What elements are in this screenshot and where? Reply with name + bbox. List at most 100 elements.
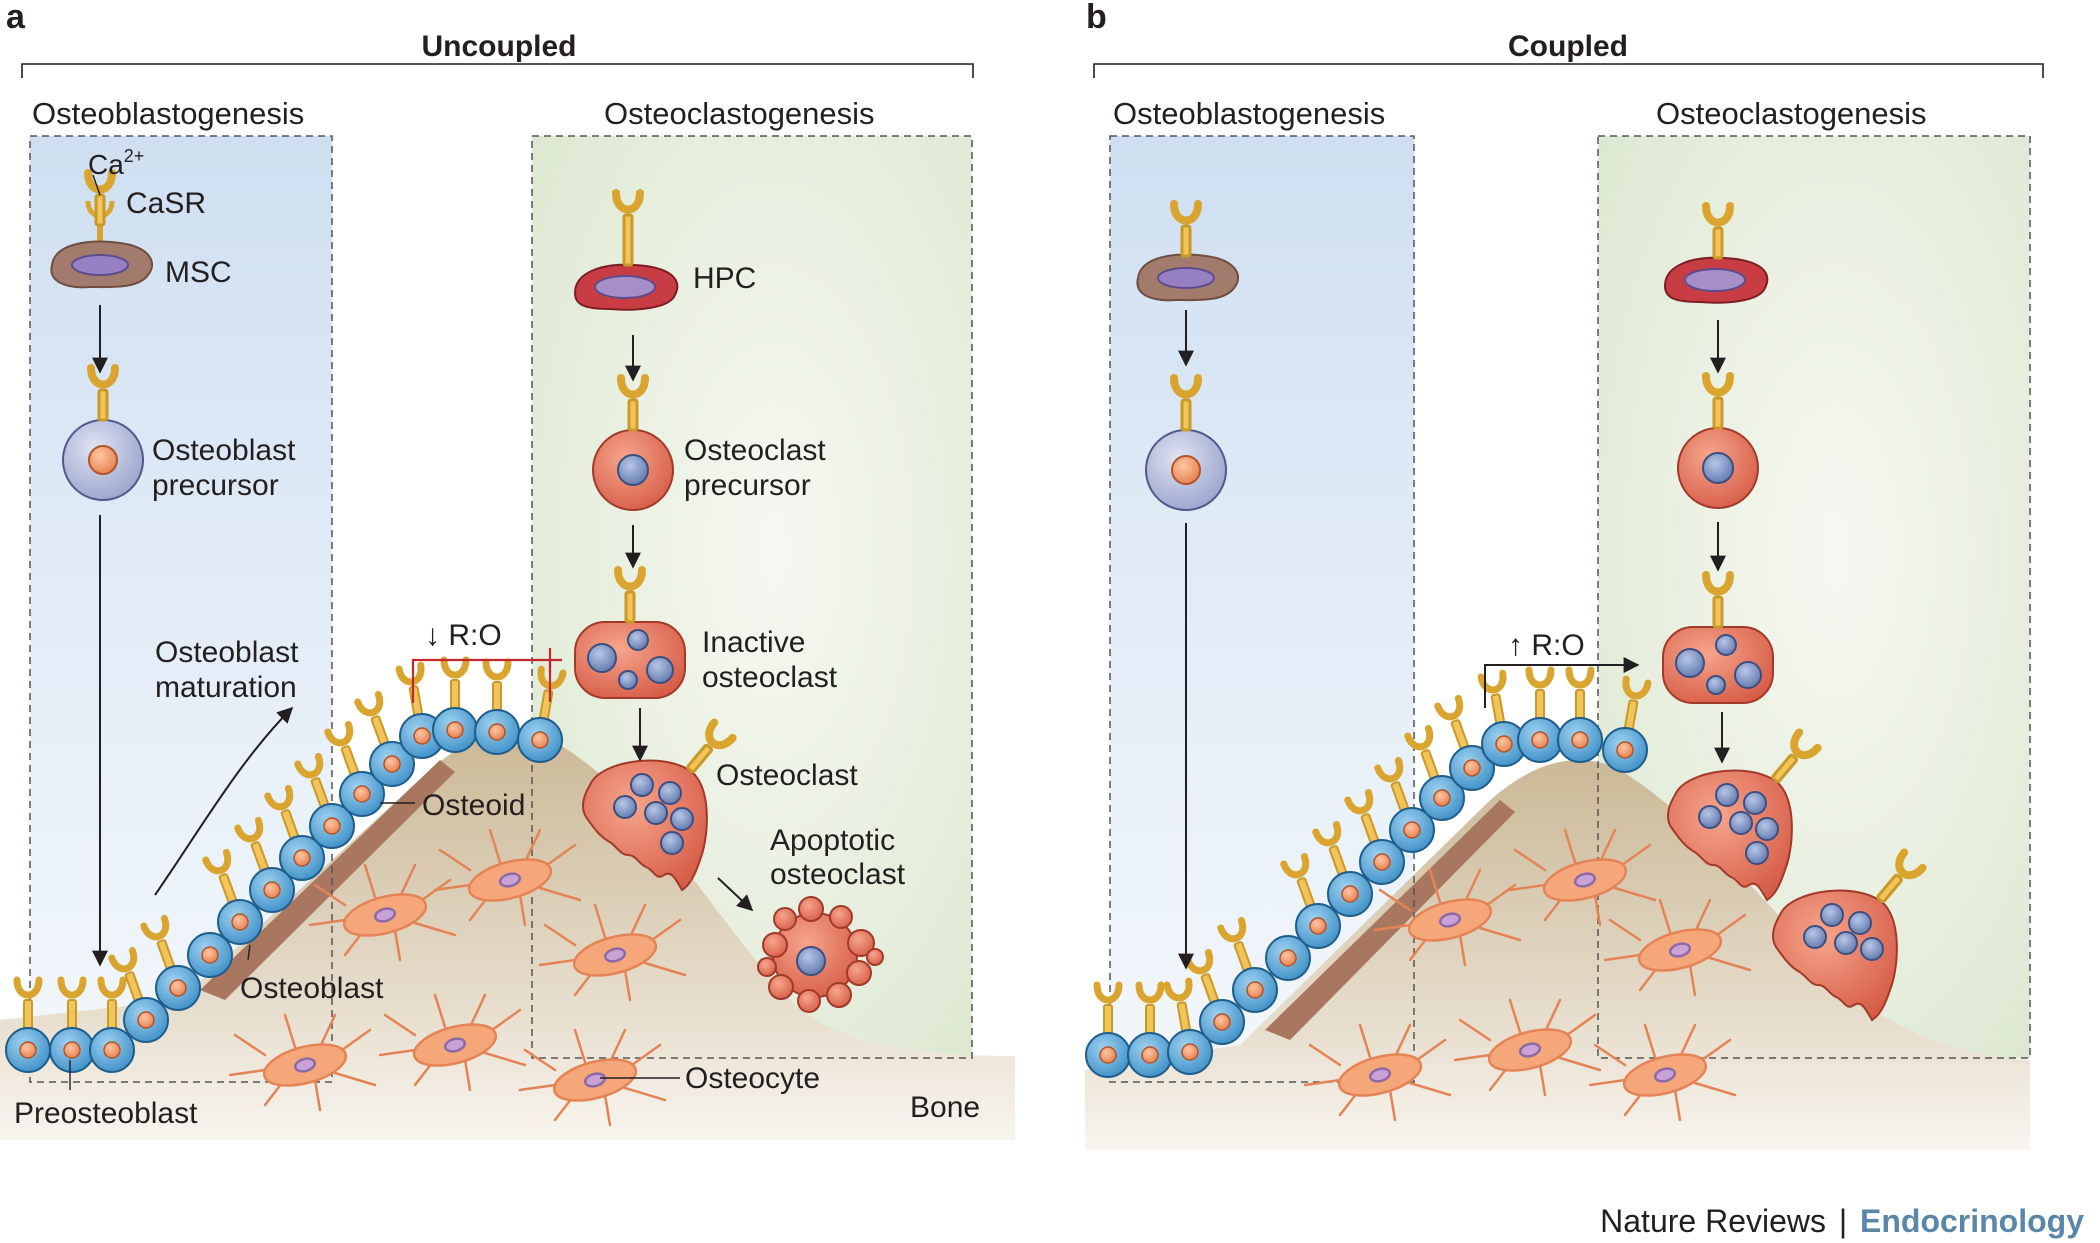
receptor-icon [1702, 202, 1734, 260]
osteoclast-precursor-cell [1677, 427, 1759, 509]
receptor-icon [97, 976, 127, 1033]
label-osteoid: Osteoid [422, 789, 525, 822]
label-ob-precursor-2: precursor [152, 469, 279, 502]
leader-lines-a [69, 174, 680, 1090]
receptor-icon [617, 374, 649, 432]
osteoblast-cell [324, 720, 385, 817]
osteoblast-cell [1163, 977, 1213, 1075]
label-ratio-up: ↑ R:O [1508, 629, 1585, 662]
osteocyte-group [228, 828, 687, 1127]
label-msc: MSC [165, 256, 232, 289]
osteoblast-cell [1517, 666, 1563, 763]
arrow-osteoblast-maturation [154, 706, 294, 896]
bone-tissue [0, 731, 1015, 1140]
panel-a: a Uncoupled Osteoblastogenesis Osteoclas… [0, 0, 1015, 1140]
receptor-icon [440, 656, 470, 713]
footer-journal: Nature Reviews [1600, 1203, 1826, 1239]
osteocyte-cell [1508, 828, 1657, 927]
osteoblast-cell [354, 690, 415, 787]
osteoblast-precursor-cell [1145, 429, 1227, 511]
label-apoptotic-1: Apoptotic [770, 824, 895, 857]
receptor-icon [84, 169, 116, 227]
osteoblast-cell [1085, 981, 1131, 1078]
osteoblast-cell [5, 976, 51, 1073]
osteoblast-cell [187, 932, 233, 978]
panel-b-col-right: Osteoclastogenesis [1656, 96, 1927, 131]
label-hpc: HPC [693, 262, 756, 295]
panel-b-col-left: Osteoblastogenesis [1113, 96, 1385, 131]
osteocyte-cell [308, 863, 457, 962]
osteoclast-cell [1772, 889, 1898, 1022]
osteoblast-lining [5, 656, 567, 1073]
osteoblast-cell [1434, 694, 1495, 791]
receptor-icons [1170, 200, 1927, 904]
msc-cell [1136, 253, 1240, 302]
osteocyte-cell [518, 1028, 667, 1127]
label-oc-precursor-2: precursor [684, 469, 811, 502]
osteoclast-cell [582, 759, 708, 892]
osteoclastogenesis-box [1597, 135, 2031, 1059]
osteoblast-cell [108, 946, 169, 1043]
receptor-icon [1525, 666, 1555, 723]
receptor-icon [1702, 571, 1734, 629]
label-osteoclast: Osteoclast [716, 759, 858, 792]
osteoclastogenesis-box [531, 135, 973, 1059]
osteocyte-cell [1373, 868, 1522, 967]
inactive-osteoclast-cell [574, 621, 686, 699]
receptor-icon [1170, 374, 1202, 432]
hpc-cell [573, 263, 679, 311]
osteoblast-cell [474, 658, 520, 755]
label-apoptotic-2: osteoclast [770, 858, 906, 891]
osteocyte-cell [378, 993, 527, 1092]
panel-a-bracket [21, 63, 974, 78]
label-ca-text: Ca [88, 149, 124, 180]
osteoblast-cell [264, 784, 325, 881]
label-osteoblast: Osteoblast [240, 972, 384, 1005]
osteoblast-cell [1557, 666, 1603, 763]
osteoblast-cell [1280, 852, 1341, 949]
osteoblast-cell [140, 914, 201, 1011]
osteoblast-cell [1602, 675, 1652, 773]
label-casr: CaSR [126, 187, 206, 220]
osteoblast-cell [234, 816, 295, 913]
receptor-icon [1771, 728, 1822, 784]
osteoblast-cell [294, 752, 355, 849]
osteoblast-cell [432, 656, 478, 753]
osteoblast-cell [202, 848, 263, 945]
osteoblast-cell [1312, 820, 1373, 917]
receptor-icon [1093, 981, 1123, 1038]
footer-section: Endocrinology [1860, 1203, 2084, 1239]
osteoblast-cell [1127, 981, 1173, 1078]
receptor-icon [1876, 848, 1927, 904]
arrows-a [92, 305, 754, 967]
label-preosteoblast: Preosteoblast [14, 1097, 198, 1130]
osteocyte-cell [1588, 1023, 1737, 1122]
osteoid-layer [200, 760, 455, 1000]
arrows-b [1178, 310, 1730, 970]
receptor-icon [13, 976, 43, 1033]
label-inactive-1: Inactive [702, 626, 805, 659]
osteocyte-cell [1453, 998, 1602, 1097]
inactive-osteoclast-cell [1662, 626, 1774, 704]
osteoblast-cell [1374, 756, 1435, 853]
osteoblast-cell [1477, 669, 1527, 767]
apoptotic-osteoclast-cell [757, 896, 884, 1013]
osteoclast-cell [1667, 769, 1793, 902]
label-ob-maturation-1: Osteoblast [155, 636, 299, 669]
osteoblast-lining [1085, 666, 1652, 1078]
osteoblast-precursor-cell [62, 419, 144, 501]
label-ob-precursor-1: Osteoblast [152, 434, 296, 467]
label-ob-maturation-2: maturation [155, 671, 297, 704]
osteoblast-cell [49, 976, 95, 1073]
hpc-cell [1663, 256, 1769, 304]
osteoblast-cell [89, 976, 135, 1073]
osteocyte-group [1303, 828, 1752, 1122]
osteoid-layer [1265, 800, 1515, 1040]
label-bone: Bone [910, 1091, 980, 1124]
panel-b-bracket [1093, 63, 2044, 78]
panel-a-col-right: Osteoclastogenesis [604, 96, 875, 131]
panel-a-letter: a [6, 0, 26, 36]
label-inactive-2: osteoclast [702, 661, 838, 694]
panel-b: b Coupled Osteoblastogenesis Osteoclasto… [1085, 0, 2044, 1150]
